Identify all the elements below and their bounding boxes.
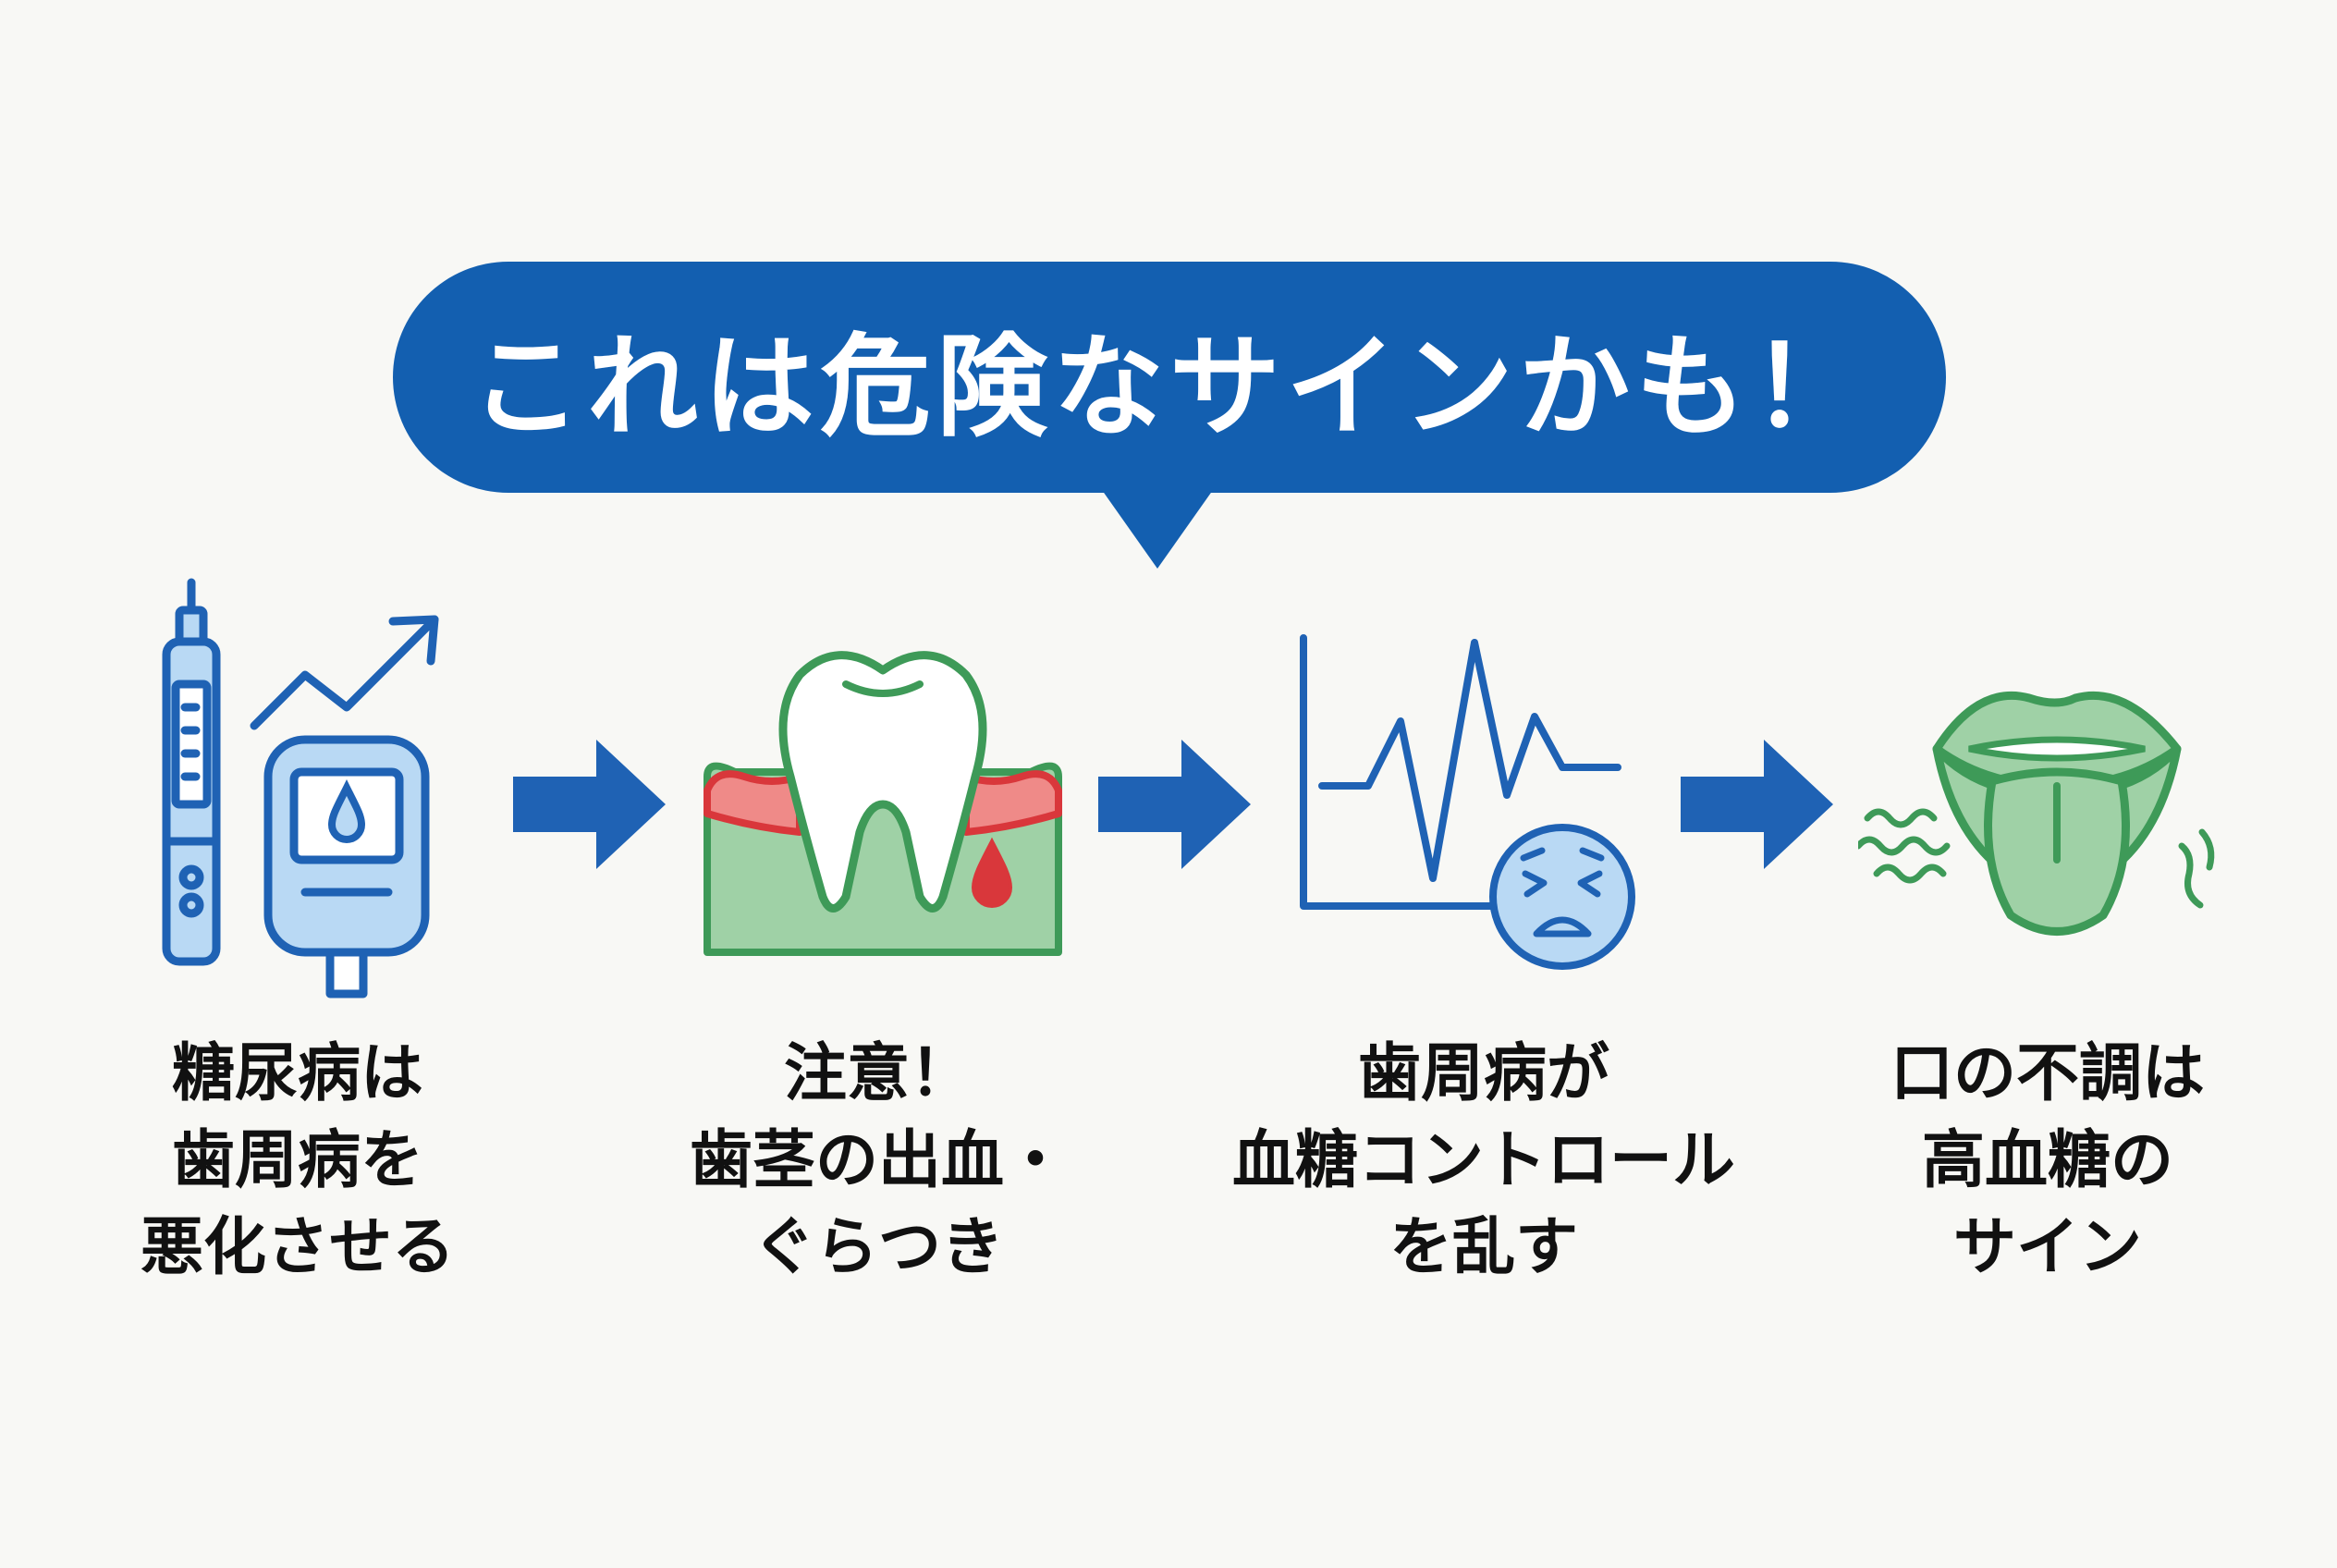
step-caption-high-glucose-sign: 口の不調は 高血糖の サイン: [1890, 1037, 2205, 1284]
arrow-right-icon: [513, 740, 666, 869]
step-caption-gum-bleeding: 注意！ 歯茎の出血・ ぐらつき: [689, 1037, 1067, 1284]
insulin-pen-glucometer-icon: [162, 578, 439, 998]
step-caption-diabetes: 糖尿病は 歯周病を 悪化させる: [140, 1037, 455, 1284]
step-caption-glucose-control: 歯周病が 血糖コントロール を乱す: [1231, 1037, 1735, 1284]
headline-text: これは危険なサインかも！: [471, 324, 1868, 452]
arrow-right-icon: [1681, 740, 1833, 869]
bubble-tail: [1102, 490, 1213, 569]
arrow-right-icon: [1098, 740, 1251, 869]
blood-sugar-graph-icon: [1300, 634, 1635, 970]
bleeding-gum-tooth-icon: [704, 651, 1062, 956]
mouth-tongue-odor-icon: [1858, 691, 2215, 936]
headline-bubble: これは危険なサインかも！: [393, 262, 1946, 493]
